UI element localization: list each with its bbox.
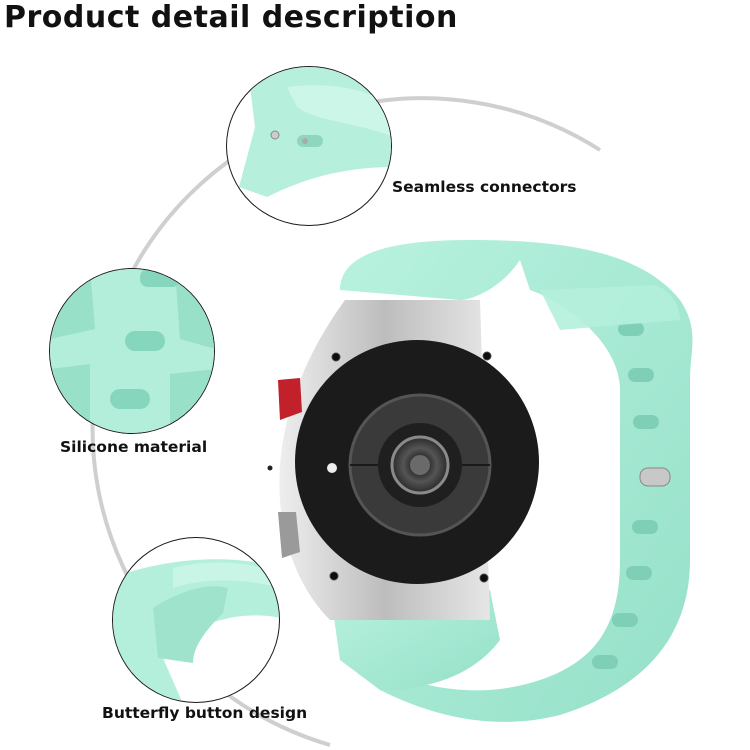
label-silicone-material: Silicone material [60, 438, 208, 456]
watch-band [330, 240, 693, 722]
detail-circle-butterfly-button [112, 537, 280, 703]
watch-body [267, 300, 539, 620]
detail-circle-silicone-material [49, 268, 215, 434]
detail-circle-seamless-connectors [226, 66, 392, 226]
label-butterfly-button: Butterfly button design [102, 704, 308, 722]
page-title: Product detail description [4, 0, 458, 35]
label-seamless-connectors: Seamless connectors [392, 178, 577, 196]
